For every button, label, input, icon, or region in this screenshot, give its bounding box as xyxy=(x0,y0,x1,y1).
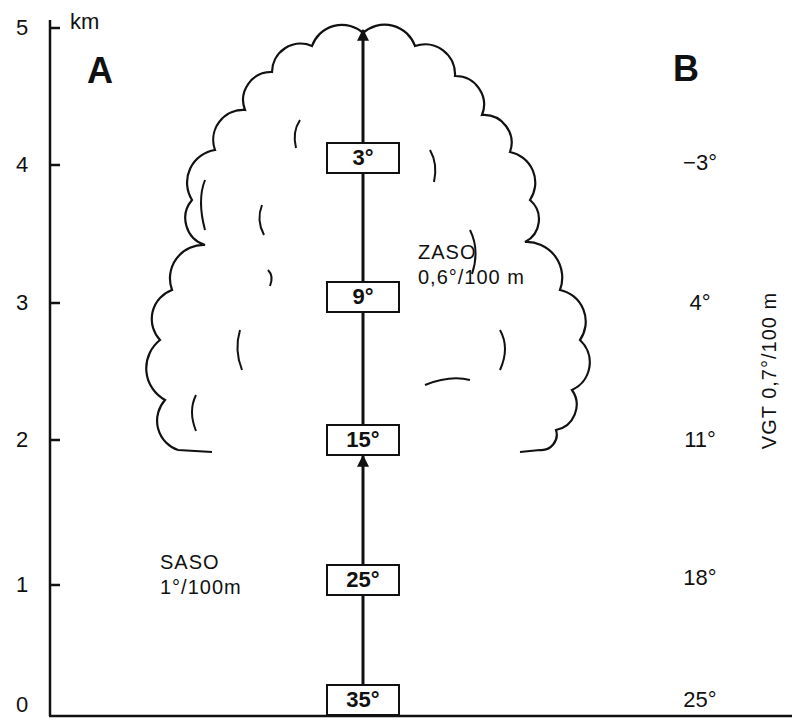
axis-value: 4 xyxy=(16,151,28,179)
axis-value: 3 xyxy=(16,289,28,317)
axis-value: 0 xyxy=(16,691,28,719)
axis-ticks xyxy=(50,28,60,585)
temperature-box: 35° xyxy=(326,684,400,716)
rising-air-arrow xyxy=(362,174,365,281)
ground-line xyxy=(49,715,792,718)
axis-value: 2 xyxy=(16,426,28,454)
axis-value: 1 xyxy=(16,571,28,599)
temperature-value: 35° xyxy=(346,687,379,713)
lapse-rate-note: SASO 1°/100m xyxy=(160,550,258,600)
rising-air-arrow-tip xyxy=(362,30,365,142)
temperature-box: 3° xyxy=(326,142,400,174)
unit-label: km xyxy=(70,8,99,36)
rising-air-arrow xyxy=(362,596,365,684)
lapse-rate-note: ZASO 0,6°/100 m xyxy=(418,240,536,290)
temperature-box: 15° xyxy=(326,424,400,456)
axis-value: 5 xyxy=(16,14,28,42)
temperature-value: 9° xyxy=(352,284,373,310)
temperature-box: 9° xyxy=(326,281,400,313)
cloud-outline xyxy=(146,25,590,452)
height-axis xyxy=(49,20,52,716)
column-letter: B xyxy=(673,46,699,91)
temperature-value: 15° xyxy=(346,427,379,453)
air-temperature: −3° xyxy=(683,149,717,177)
air-temperature: 11° xyxy=(684,426,716,454)
rising-air-arrow xyxy=(362,456,365,564)
temperature-box: 25° xyxy=(326,564,400,596)
air-temperature: 18° xyxy=(683,564,716,592)
rising-air-arrow xyxy=(362,313,365,424)
temperature-value: 25° xyxy=(346,567,379,593)
column-letter: A xyxy=(87,48,113,93)
air-temperature: 25° xyxy=(683,686,716,714)
temperature-value: 3° xyxy=(352,145,373,171)
air-temperature: 4° xyxy=(689,289,710,317)
gradient-note: VGT 0,7°/100 m xyxy=(757,291,782,448)
